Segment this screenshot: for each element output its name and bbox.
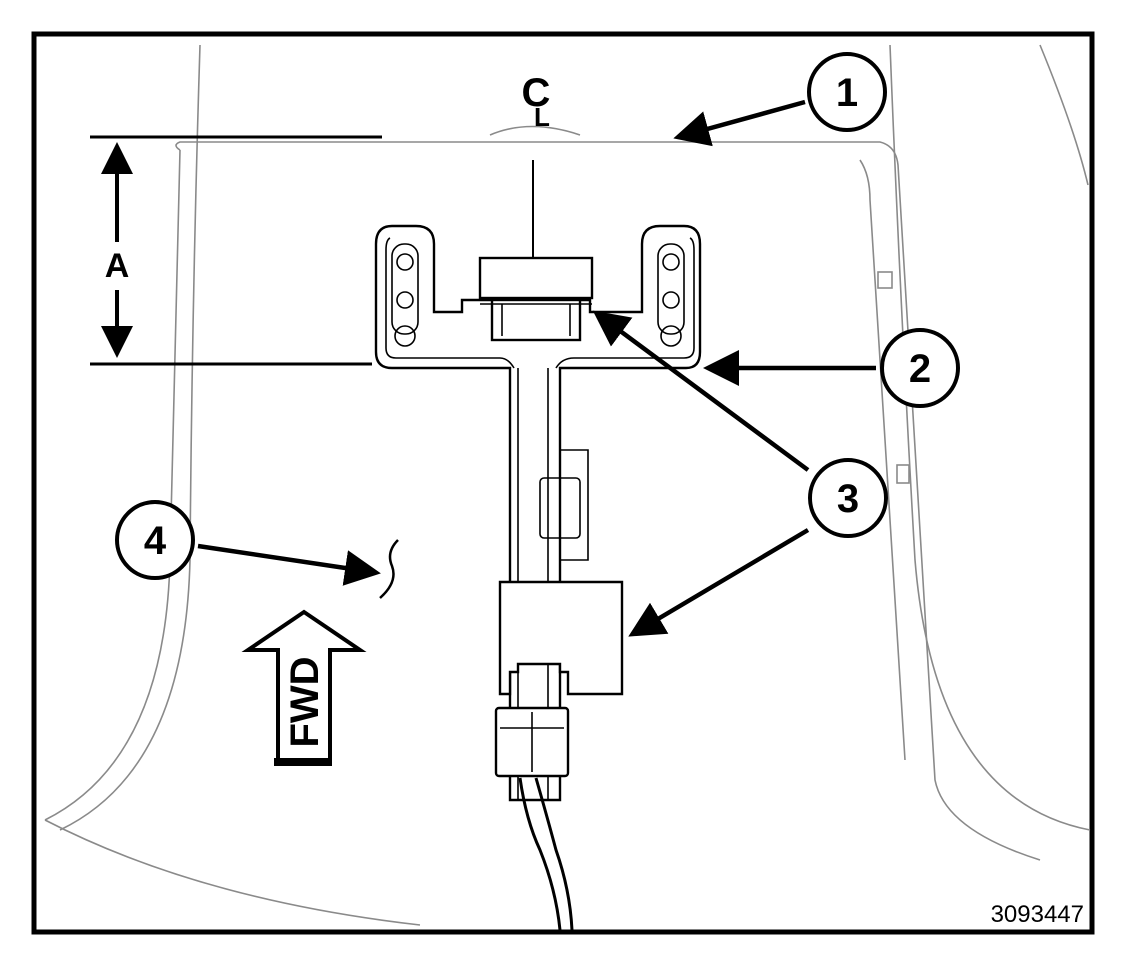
callout-1-leader <box>673 99 806 147</box>
forward-arrow: FWD <box>241 609 367 766</box>
callout-4: 4 <box>115 500 195 580</box>
callout-3-leader-bottom <box>628 528 810 637</box>
callout-3-leader-top <box>592 310 810 472</box>
callout-1-number: 1 <box>836 71 858 115</box>
callout-1: 1 <box>807 52 887 132</box>
connector-module <box>478 256 594 342</box>
figure-border <box>31 31 1095 935</box>
sensor-module <box>498 580 624 696</box>
callout-4-leader <box>197 543 381 586</box>
forward-label: FWD <box>283 656 327 747</box>
callout-3: 3 <box>808 458 888 538</box>
centerline-subscript: L <box>534 102 550 132</box>
headliner-squiggle <box>379 539 399 599</box>
callout-3-number: 3 <box>837 477 859 521</box>
figure-id: 3093447 <box>991 901 1084 928</box>
centerline-symbol: C <box>522 71 551 115</box>
wire-connector <box>494 706 570 778</box>
callout-4-number: 4 <box>144 519 167 563</box>
callout-2-number: 2 <box>909 347 931 391</box>
callout-2: 2 <box>880 328 960 408</box>
dimension-label: A <box>105 247 130 285</box>
wire-harness <box>518 777 574 931</box>
